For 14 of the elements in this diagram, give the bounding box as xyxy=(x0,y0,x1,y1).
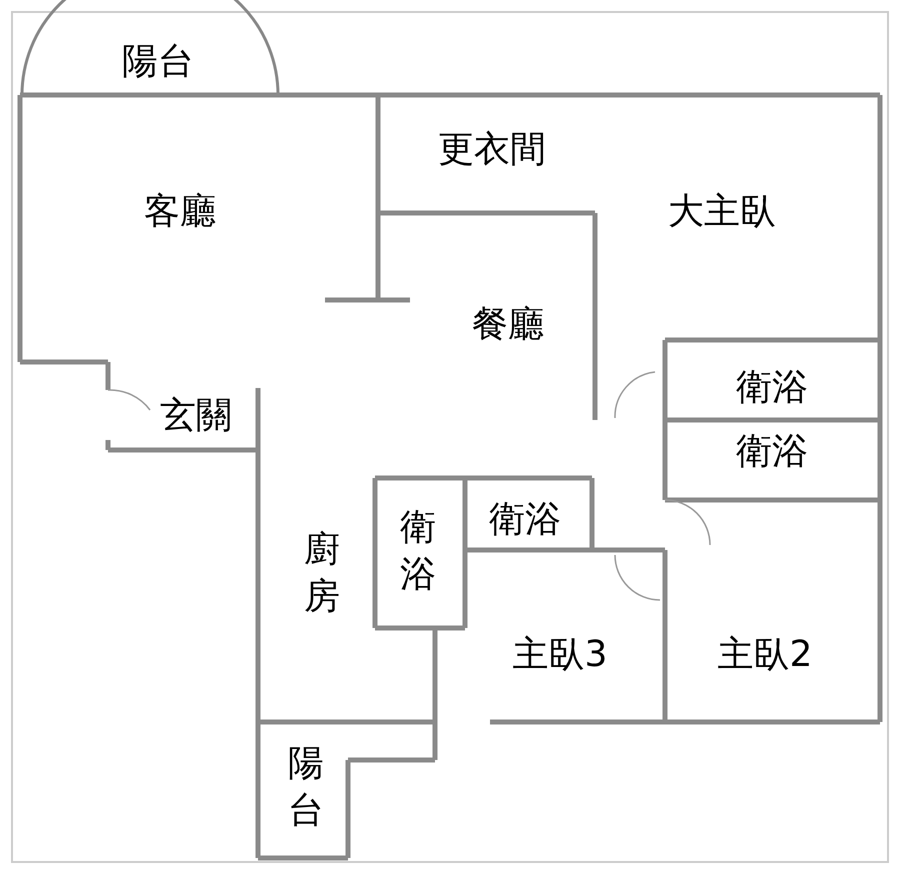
room-label: 衛浴 xyxy=(489,502,561,538)
room-label: 廚房 xyxy=(304,528,340,619)
room-label: 衛浴 xyxy=(400,506,436,597)
room-label: 陽台 xyxy=(122,44,194,80)
room-label: 玄關 xyxy=(160,398,232,434)
room-label: 主臥2 xyxy=(718,637,812,673)
room-label: 更衣間 xyxy=(438,132,546,168)
room-label: 餐廳 xyxy=(472,307,544,343)
room-label: 衛浴 xyxy=(736,434,808,470)
room-label: 主臥3 xyxy=(512,637,608,673)
room-label: 大主臥 xyxy=(668,194,776,230)
room-label: 衛浴 xyxy=(736,370,808,406)
room-label: 陽台 xyxy=(288,742,324,833)
room-label: 客廳 xyxy=(144,194,216,230)
